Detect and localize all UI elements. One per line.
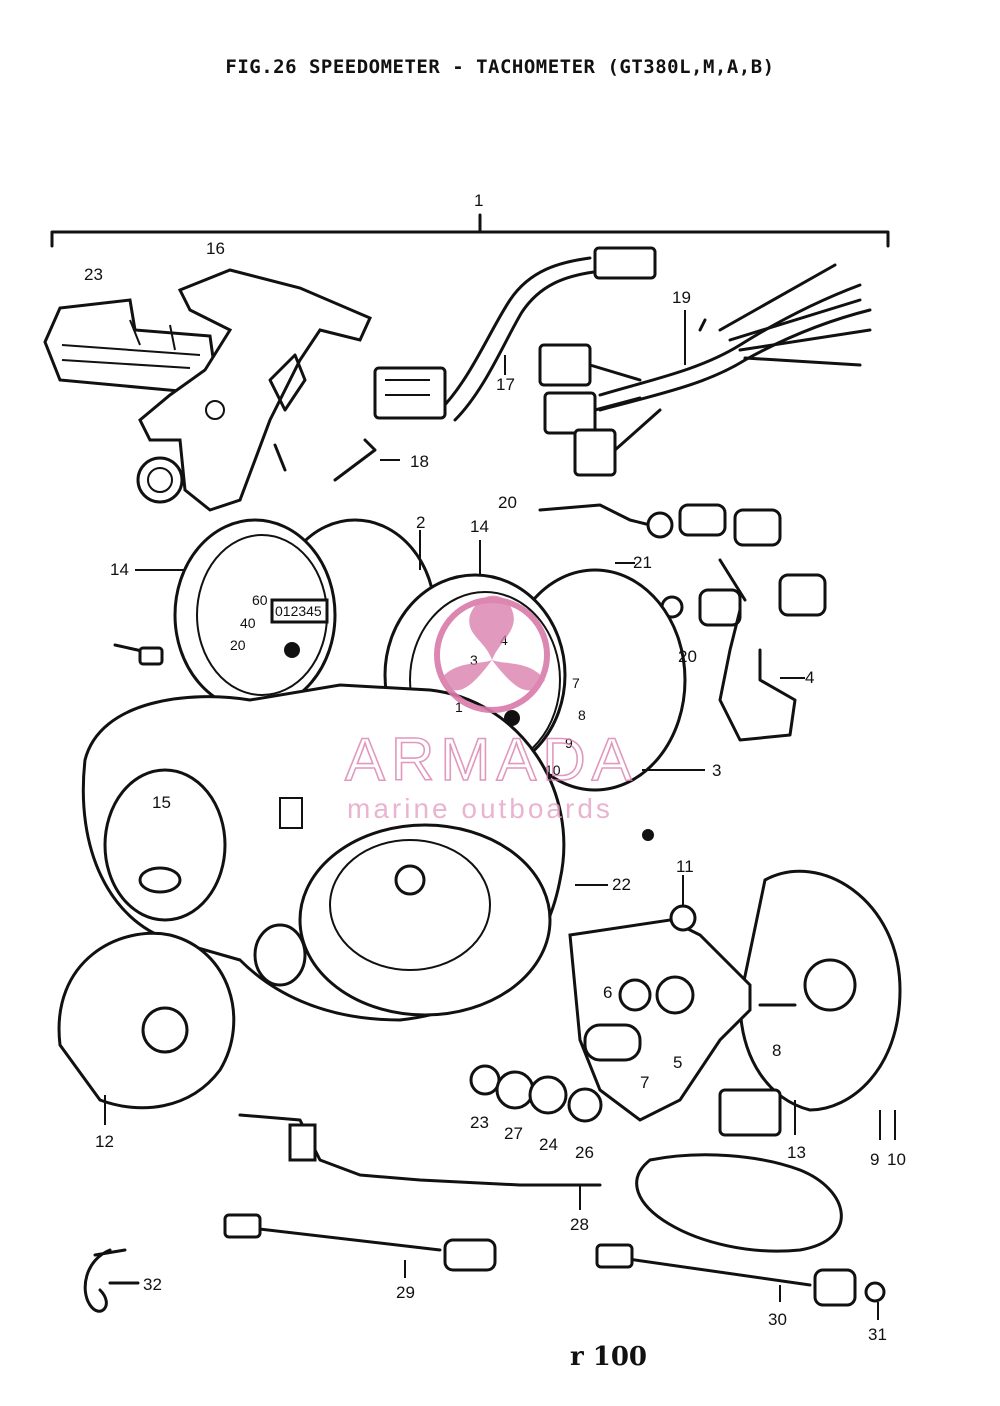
speedometer-back-cover [57, 931, 236, 1110]
callout-23: 23 [84, 265, 103, 284]
tachometer-back-cover [738, 869, 902, 1112]
callout-28: 28 [570, 1215, 589, 1234]
callout-32: 32 [143, 1275, 162, 1294]
callout-12: 12 [95, 1132, 114, 1151]
callout-27: 27 [504, 1124, 523, 1143]
speedometer-gauge [113, 518, 437, 712]
callout-2: 2 [416, 513, 425, 532]
tach-number: 3 [470, 652, 478, 668]
callout-14-tach: 14 [470, 517, 489, 536]
tach-number: 10 [545, 762, 561, 778]
lamp-harness [373, 246, 657, 422]
speedo-number: 20 [230, 637, 246, 653]
instrument-bracket [136, 268, 372, 512]
assembly-bracket [50, 213, 890, 248]
callout-26: 26 [575, 1143, 594, 1162]
tach-number: 8 [578, 707, 586, 723]
cable-clip [83, 1248, 140, 1313]
callout-11: 11 [676, 857, 694, 876]
watermark: ARMADA marine outboards [344, 595, 638, 824]
callout-4: 4 [805, 668, 814, 687]
mounting-plate [568, 904, 797, 1122]
callout-19: 19 [672, 288, 691, 307]
watermark-logo-icon [434, 595, 550, 713]
callout-20-bottom: 20 [678, 647, 697, 666]
tach-number: 7 [572, 675, 580, 691]
callout-24: 24 [539, 1135, 558, 1154]
odometer-digits: 012345 [275, 603, 322, 619]
indicator-panel [43, 298, 217, 394]
callout-31: 31 [868, 1325, 887, 1344]
washer-set [469, 1064, 603, 1123]
tach-number: 1 [455, 699, 463, 715]
callout-17: 17 [496, 375, 515, 394]
screw-18 [273, 438, 377, 482]
callout-16: 16 [206, 239, 225, 258]
speedo-number: 40 [240, 615, 256, 631]
page-number: r 100 [570, 1342, 648, 1372]
callout-22: 22 [612, 875, 631, 894]
callout-20-top: 20 [498, 493, 517, 512]
speedometer-scale: 60 40 20 012345 [230, 592, 322, 653]
callout-15: 15 [152, 793, 171, 812]
callout-labels: 1 16 23 19 17 18 2 14 14 20 21 20 4 3 15… [84, 191, 906, 1344]
callout-30: 30 [768, 1310, 787, 1329]
lamp-harness-28 [238, 1088, 843, 1253]
watermark-brand: ARMADA [345, 726, 638, 793]
watermark-tagline: marine outboards [347, 793, 613, 824]
callout-10: 10 [887, 1150, 906, 1169]
meter-case [81, 683, 566, 1022]
callout-1: 1 [474, 191, 483, 210]
callout-3: 3 [712, 761, 721, 780]
callout-7: 7 [640, 1073, 649, 1092]
speedometer-cable [223, 1213, 497, 1272]
callout-21: 21 [633, 553, 652, 572]
callout-23-lower: 23 [470, 1113, 489, 1132]
tach-number: 9 [565, 735, 573, 751]
callout-6: 6 [603, 983, 612, 1002]
callout-29: 29 [396, 1283, 415, 1302]
speedo-number: 60 [252, 592, 268, 608]
main-wiring-harness [538, 263, 872, 477]
leader-lines [104, 310, 896, 1320]
callout-5: 5 [673, 1053, 682, 1072]
bulb-sockets [538, 503, 827, 742]
callout-14-speedo: 14 [110, 560, 129, 579]
callout-9: 9 [870, 1150, 879, 1169]
callout-18: 18 [410, 452, 429, 471]
callout-13: 13 [787, 1143, 806, 1162]
callout-8: 8 [772, 1041, 781, 1060]
tachometer-cable [595, 1243, 886, 1307]
figure-title: FIG.26 SPEEDOMETER - TACHOMETER (GT380L,… [225, 56, 775, 78]
